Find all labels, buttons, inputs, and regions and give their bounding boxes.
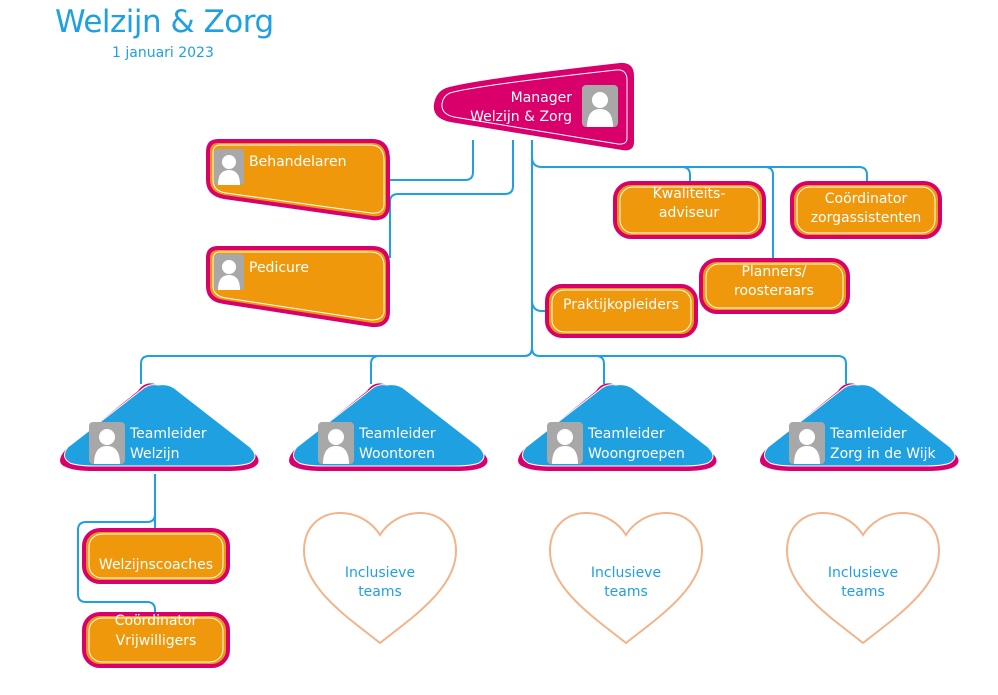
heart-icon: [302, 511, 458, 645]
planners-label-line1: Planners/: [741, 264, 806, 280]
node-planners[interactable]: Planners/ roosteraars: [699, 258, 850, 314]
praktijkopleiders-label: Praktijkopleiders: [563, 297, 679, 313]
connector-welzijn-children: [77, 513, 156, 616]
heart-icon: [785, 511, 941, 645]
connectors: [77, 140, 868, 616]
teamleider-welzijn-line1: Teamleider: [129, 426, 207, 442]
woongroepen-teams-line2: teams: [604, 584, 648, 600]
teamleider-woontoren-line1: Teamleider: [358, 426, 436, 442]
teamleider-zorg-in-de-wijk-line2: Zorg in de Wijk: [830, 446, 936, 462]
person-avatar-icon: [89, 422, 125, 464]
manager-node[interactable]: Manager Welzijn & Zorg: [433, 62, 634, 151]
heart-icon: [548, 511, 704, 645]
teamleider-zorg-in-de-wijk-line1: Teamleider: [829, 426, 907, 442]
node-pedicure[interactable]: Pedicure: [206, 246, 390, 328]
connector-top-right: [531, 156, 868, 184]
node-kwaliteitsadviseur[interactable]: Kwaliteits- adviseur: [613, 181, 766, 239]
coordinator-vrijwilligers-line1: Coördinator: [115, 613, 198, 629]
connector-behandelaren: [388, 140, 474, 181]
coordinator-zorgassistenten-label-line1: Coördinator: [825, 191, 908, 207]
team-wijk-teams[interactable]: Inclusieve teams: [785, 511, 941, 645]
connector-planners: [764, 166, 774, 260]
person-avatar-icon: [582, 85, 618, 127]
person-avatar-icon: [214, 149, 244, 185]
team-woongroepen-teams[interactable]: Inclusieve teams: [548, 511, 704, 645]
kwaliteitsadviseur-label-line1: Kwaliteits-: [653, 186, 726, 202]
node-teamleider-welzijn[interactable]: Teamleider Welzijn: [60, 383, 259, 471]
node-behandelaren[interactable]: Behandelaren: [206, 139, 390, 221]
woongroepen-teams-line1: Inclusieve: [591, 565, 661, 581]
kwaliteitsadviseur-label-line2: adviseur: [659, 205, 719, 221]
person-avatar-icon: [214, 254, 244, 290]
wijk-teams-line2: teams: [841, 584, 885, 600]
wijk-teams-line1: Inclusieve: [828, 565, 898, 581]
node-coordinator-zorgassistenten[interactable]: Coördinator zorgassistenten: [790, 181, 942, 239]
planners-label-line2: roosteraars: [734, 283, 814, 299]
node-teamleider-woontoren[interactable]: Teamleider Woontoren: [289, 383, 488, 471]
connector-woongroepen-zorg: [531, 347, 605, 384]
coordinator-zorgassistenten-label-line2: zorgassistenten: [811, 210, 922, 226]
woontoren-teams-line2: teams: [358, 584, 402, 600]
node-teamleider-woongroepen[interactable]: Teamleider Woongroepen: [518, 383, 717, 471]
connector-praktijkopleiders: [531, 299, 550, 312]
woontoren-teams-line1: Inclusieve: [345, 565, 415, 581]
connector-kwaliteitsadviseur: [681, 166, 691, 184]
node-teamleider-zorg-in-de-wijk[interactable]: Teamleider Zorg in de Wijk: [760, 383, 959, 471]
connector-woontoren: [370, 347, 533, 384]
connector-pedicure: [389, 140, 514, 258]
node-coordinator-vrijwilligers[interactable]: Coördinator Vrijwilligers: [82, 612, 230, 668]
pedicure-label: Pedicure: [249, 260, 309, 276]
person-avatar-icon: [547, 422, 583, 464]
person-avatar-icon: [318, 422, 354, 464]
teamleider-welzijn-line2: Welzijn: [130, 446, 180, 462]
behandelaren-label: Behandelaren: [249, 154, 346, 170]
manager-label-line2: Welzijn & Zorg: [470, 109, 572, 125]
coordinator-vrijwilligers-line2: Vrijwilligers: [116, 633, 197, 649]
teamleider-woontoren-line2: Woontoren: [359, 446, 435, 462]
page-title: Welzijn & Zorg: [55, 4, 274, 40]
teamleider-woongroepen-line2: Woongroepen: [588, 446, 685, 462]
teamleider-woongroepen-line1: Teamleider: [587, 426, 665, 442]
connector-zorg-in-de-wijk: [596, 355, 847, 384]
node-welzijnscoaches[interactable]: Welzijnscoaches: [82, 528, 230, 584]
welzijnscoaches-label: Welzijnscoaches: [99, 557, 213, 573]
manager-label-line1: Manager: [511, 90, 573, 106]
page-date: 1 januari 2023: [112, 45, 214, 61]
node-praktijkopleiders[interactable]: Praktijkopleiders: [545, 284, 698, 338]
team-woontoren-teams[interactable]: Inclusieve teams: [302, 511, 458, 645]
person-avatar-icon: [789, 422, 825, 464]
